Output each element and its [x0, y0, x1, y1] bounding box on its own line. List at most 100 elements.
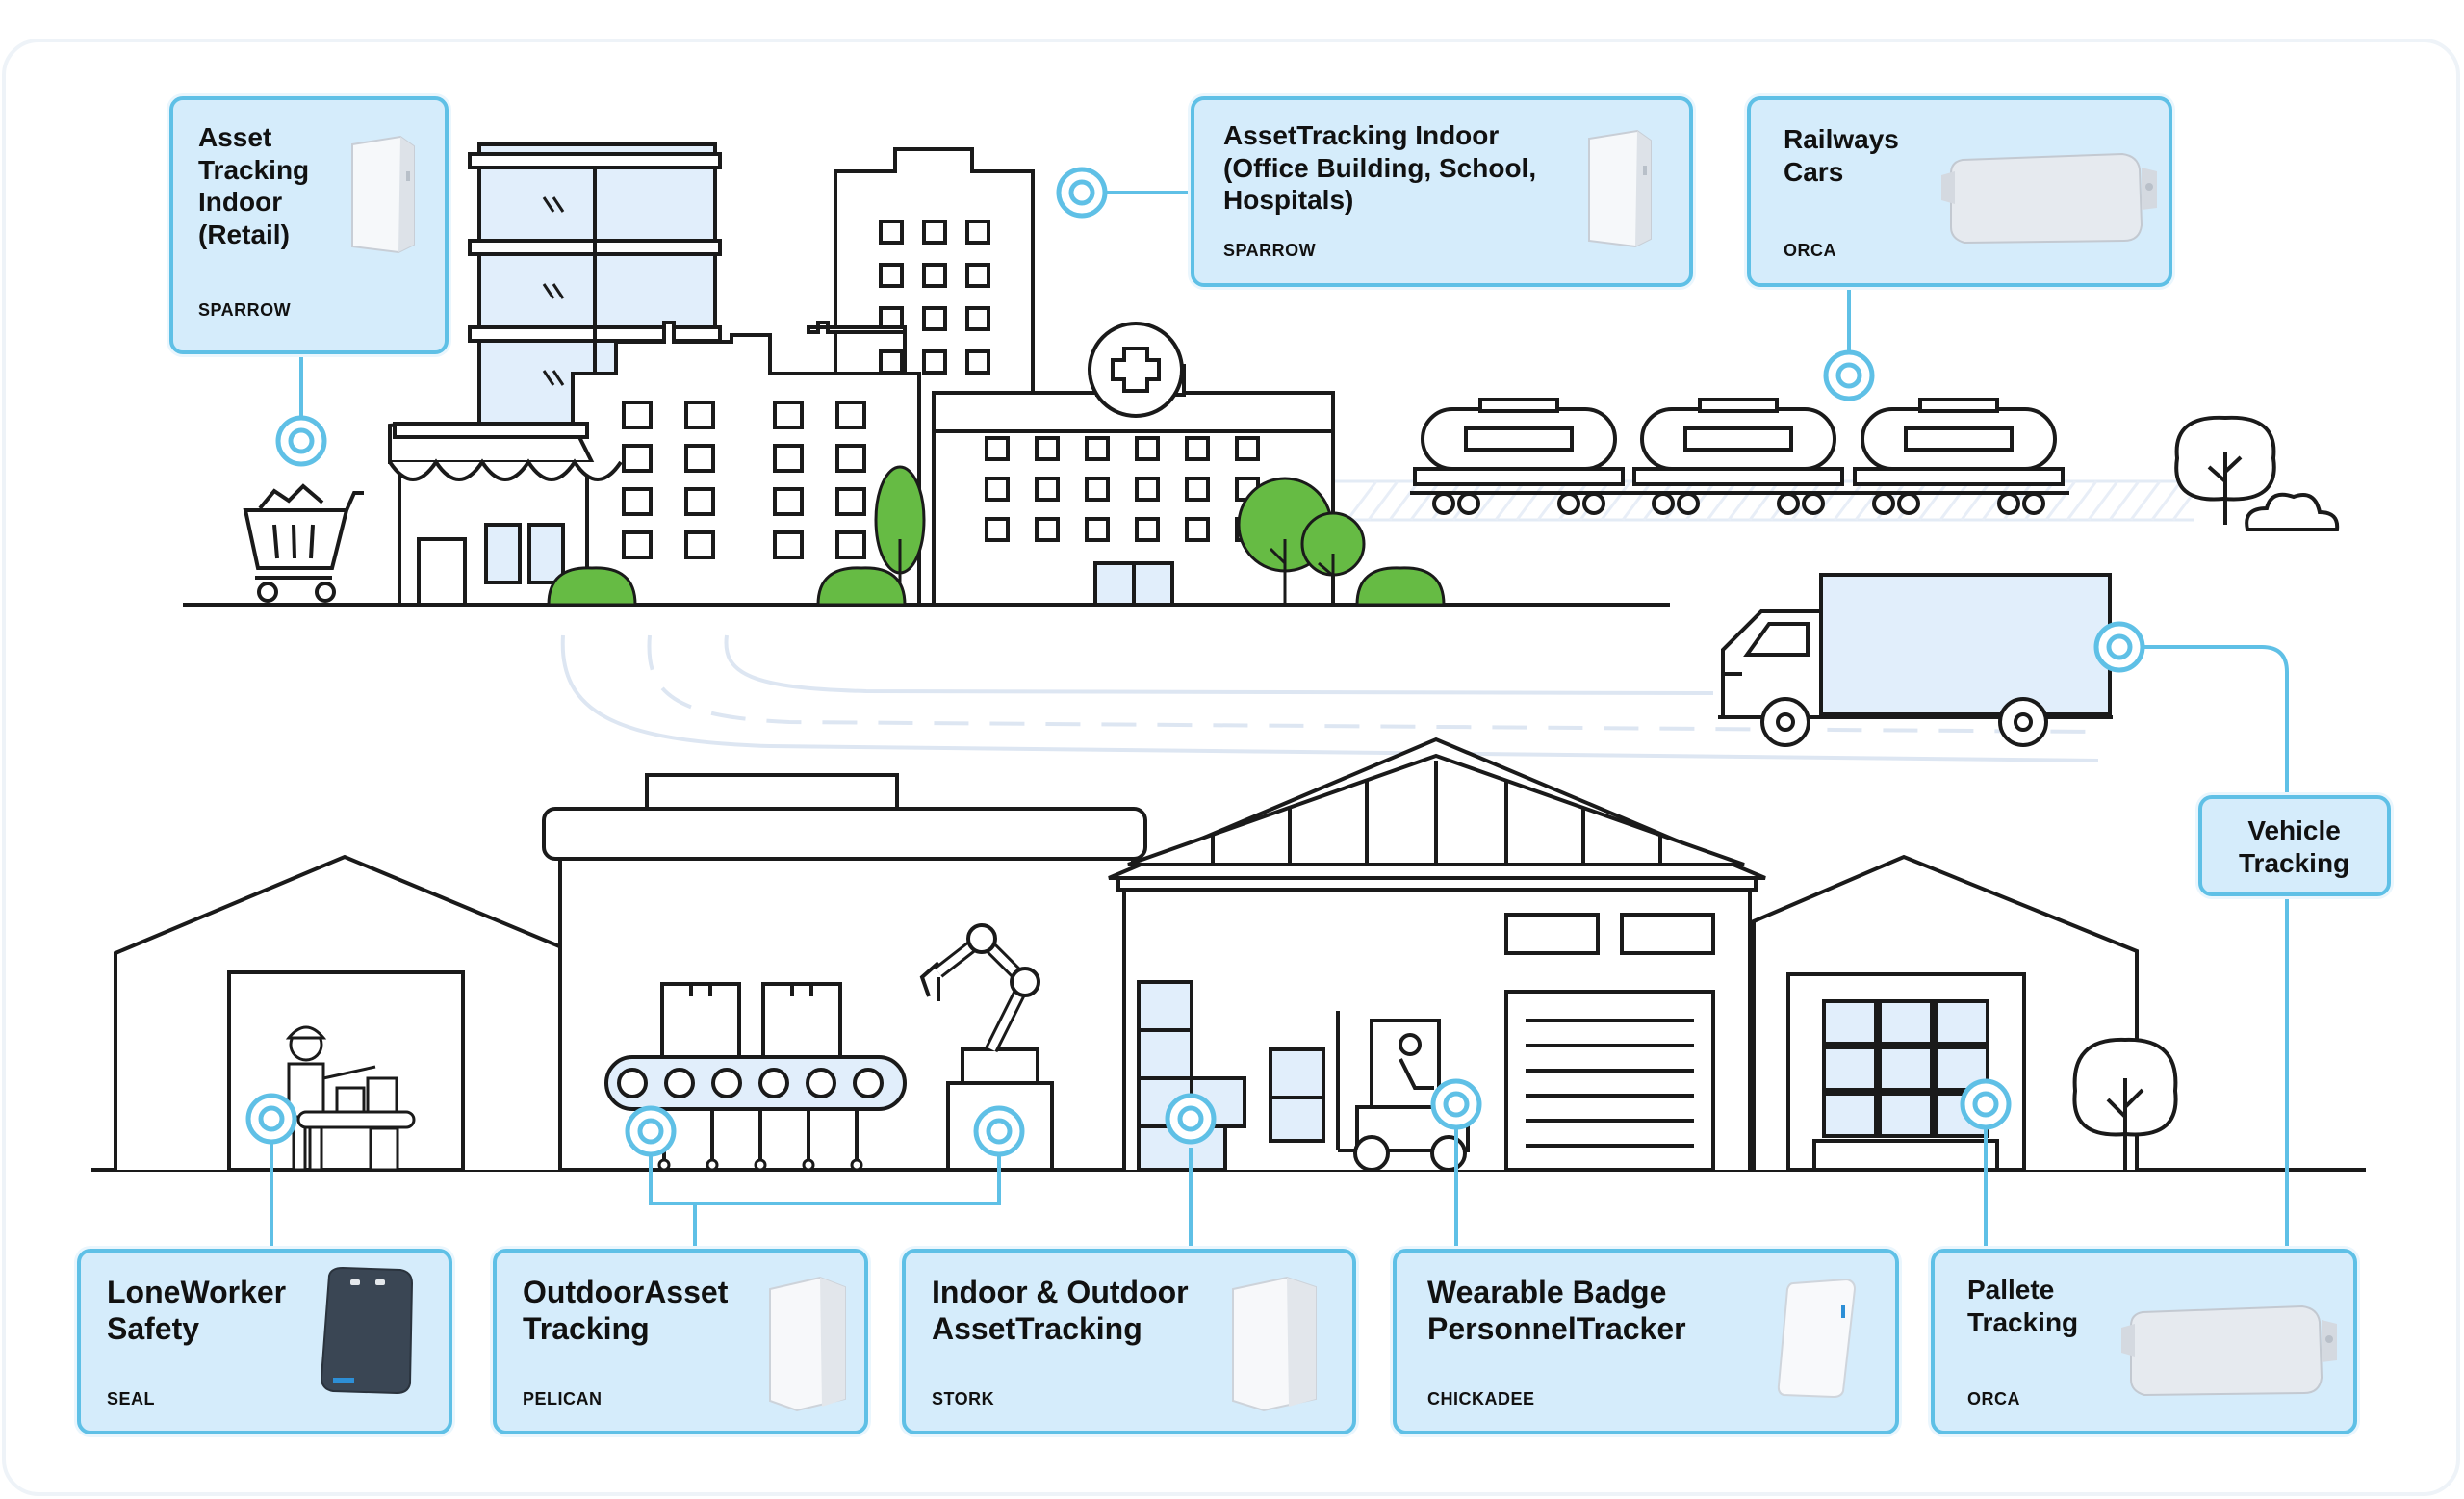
- roller: [664, 1068, 695, 1098]
- window: [835, 444, 866, 473]
- wheel: [1652, 492, 1675, 515]
- pallet-box: [1822, 1092, 1878, 1138]
- window: [922, 349, 947, 375]
- roller: [853, 1068, 884, 1098]
- window: [1235, 436, 1260, 461]
- window: [879, 220, 904, 245]
- pallet-box: [1878, 1092, 1934, 1138]
- sensor-node-core: [2106, 633, 2133, 660]
- hatch-line: [1515, 480, 1548, 521]
- sensor-node-core: [1972, 1091, 1999, 1118]
- card-title: Vehicle Tracking: [2239, 815, 2350, 878]
- sensor-nodes: [245, 167, 2145, 1157]
- window: [965, 349, 990, 375]
- tree-cloud: [2174, 415, 2340, 531]
- hatch-line: [1727, 480, 1759, 521]
- hatch-line: [1854, 480, 1886, 521]
- tank-label: [1683, 426, 1793, 452]
- sensor-node-icon: [1960, 1078, 2012, 1130]
- delivery-truck: [1718, 573, 2113, 747]
- window: [922, 220, 947, 245]
- leg-foot: [657, 1158, 671, 1172]
- sensor-node-icon: [275, 415, 327, 467]
- hatch-line: [1536, 480, 1569, 521]
- sensor-node-icon: [1056, 167, 1108, 219]
- window: [622, 444, 653, 473]
- hatch-line: [1960, 480, 1992, 521]
- window: [985, 436, 1010, 461]
- card-indoor-outdoor[interactable]: Indoor & Outdoor AssetTracking STORK: [902, 1249, 1356, 1434]
- sensor-node-icon: [1165, 1093, 1217, 1145]
- card-loneworker[interactable]: LoneWorker Safety SEAL: [77, 1249, 452, 1434]
- card-title: OutdoorAsset Tracking: [523, 1275, 729, 1347]
- sensor-node-icon: [625, 1105, 677, 1157]
- window: [835, 530, 866, 559]
- worker-icon: [285, 1025, 416, 1172]
- card-badge[interactable]: Wearable Badge PersonnelTracker CHICKADE…: [1393, 1249, 1899, 1434]
- card-title: Asset Tracking Indoor (Retail): [198, 122, 310, 249]
- hatch-line: [1833, 480, 1865, 521]
- window: [622, 530, 653, 559]
- window: [773, 487, 804, 516]
- hatch-line: [1938, 480, 1971, 521]
- device-model: SEAL: [107, 1389, 156, 1409]
- pallet-box: [1822, 999, 1878, 1046]
- wheel: [1677, 492, 1700, 515]
- window: [684, 401, 715, 429]
- window: [922, 306, 947, 331]
- hatch-line: [1600, 480, 1632, 521]
- car-chassis: [1413, 467, 1625, 486]
- wheel: [2022, 492, 2045, 515]
- window: [1185, 517, 1210, 542]
- card-railways[interactable]: Railways Cars ORCA: [1747, 96, 2172, 287]
- tank-label: [1464, 426, 1574, 452]
- wheel: [1457, 492, 1480, 515]
- device-model: PELICAN: [523, 1389, 603, 1409]
- window: [1085, 477, 1110, 502]
- roller: [617, 1068, 648, 1098]
- device-model: STORK: [932, 1389, 995, 1409]
- tank-dome: [1918, 398, 1999, 413]
- window: [1035, 436, 1060, 461]
- tracker-box-icon: [351, 135, 415, 254]
- device-model: SPARROW: [1223, 241, 1317, 260]
- window: [922, 263, 947, 288]
- tracker-box-icon: [769, 1276, 846, 1412]
- tank-dome: [1698, 398, 1779, 413]
- card-retail[interactable]: Asset Tracking Indoor (Retail) SPARROW: [169, 96, 449, 354]
- window: [965, 306, 990, 331]
- road-curves: [560, 634, 2099, 762]
- hatch-line: [1917, 480, 1950, 521]
- badge-tracker-icon: [1777, 1278, 1857, 1399]
- roller: [806, 1068, 836, 1098]
- window: [1035, 517, 1060, 542]
- sensor-node-icon: [973, 1105, 1025, 1157]
- device-model: SPARROW: [198, 300, 292, 320]
- hatch-line: [1367, 480, 1399, 521]
- card-pallete[interactable]: Pallete Tracking ORCA: [1931, 1249, 2357, 1434]
- window: [965, 220, 990, 245]
- card-outdoor[interactable]: OutdoorAsset Tracking PELICAN: [493, 1249, 868, 1434]
- window: [985, 517, 1010, 542]
- train-tank-cars: [1413, 398, 2065, 515]
- hatch-line: [1346, 480, 1378, 521]
- sensor-node-core: [1835, 362, 1862, 389]
- window: [773, 530, 804, 559]
- window: [622, 487, 653, 516]
- leg-foot: [754, 1158, 767, 1172]
- hatch-line: [1494, 480, 1527, 521]
- card-title: Railways Cars: [1784, 124, 1899, 187]
- tracker-box-icon: [1232, 1276, 1317, 1412]
- sensor-node-icon: [2093, 621, 2145, 673]
- factory-building: [542, 773, 1147, 1172]
- card-title: Wearable Badge PersonnelTracker: [1427, 1275, 1686, 1347]
- window: [1135, 477, 1160, 502]
- orca-tracker-icon: [2121, 1305, 2337, 1397]
- sensor-node-icon: [1430, 1078, 1482, 1130]
- car-chassis: [1632, 467, 1844, 486]
- window: [1185, 436, 1210, 461]
- hatch-line: [1388, 480, 1421, 521]
- card-vehicle[interactable]: Vehicle Tracking: [2198, 795, 2391, 896]
- card-office[interactable]: AssetTracking Indoor (Office Building, S…: [1191, 96, 1693, 287]
- pallet-base: [1812, 1139, 1999, 1172]
